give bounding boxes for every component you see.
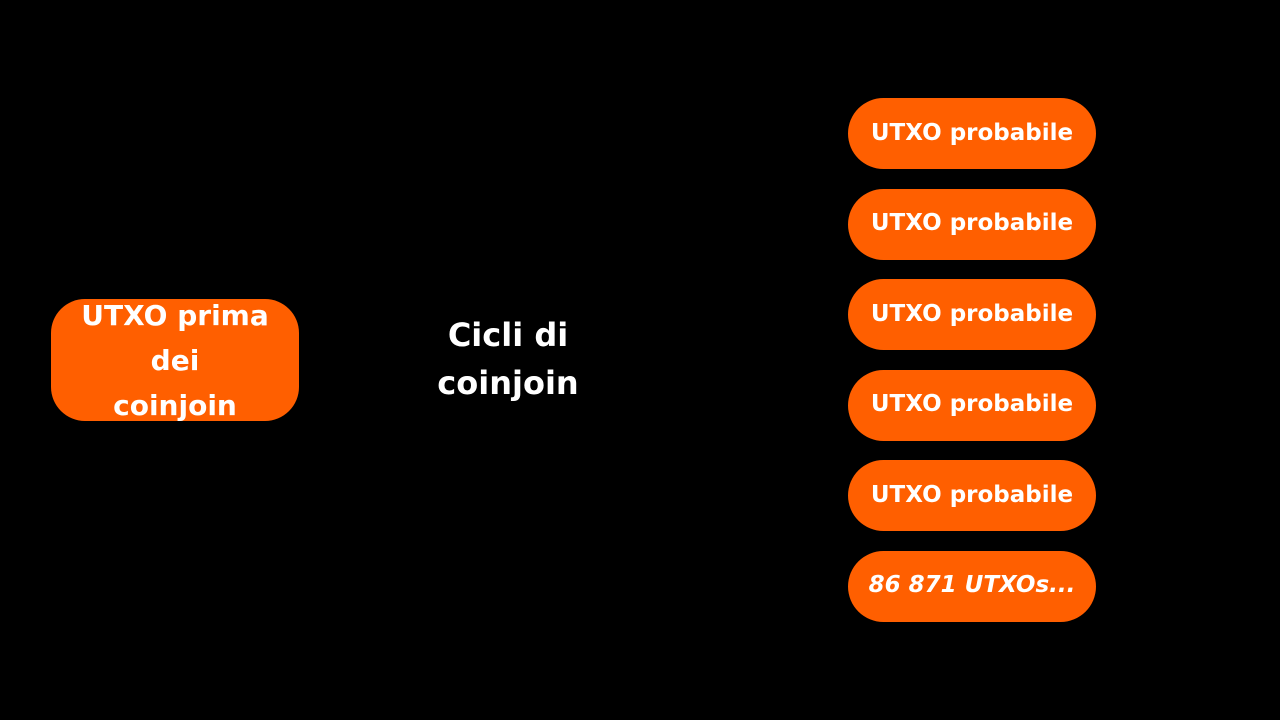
coinjoin-cycles-label-line1: Cicli di — [447, 316, 569, 354]
source-utxo-label-line2: coinjoin — [113, 388, 237, 422]
coinjoin-cycles-label: Cicli di coinjoin — [418, 311, 598, 407]
output-utxo-node: UTXO probabile — [848, 279, 1096, 351]
coinjoin-cycles-label-line2: coinjoin — [437, 364, 579, 402]
more-utxos-node: 86 871 UTXOs... — [848, 550, 1096, 622]
source-utxo-label: UTXO prima dei coinjoin — [53, 293, 297, 428]
output-utxo-node: UTXO probabile — [848, 369, 1096, 441]
source-utxo-node: UTXO prima dei coinjoin — [51, 299, 299, 422]
output-utxo-list: UTXO probabile UTXO probabile UTXO proba… — [848, 98, 1096, 642]
output-utxo-node: UTXO probabile — [848, 98, 1096, 169]
output-utxo-node: UTXO probabile — [848, 460, 1096, 532]
source-utxo-label-line1: UTXO prima dei — [81, 298, 269, 377]
output-utxo-node: UTXO probabile — [848, 188, 1096, 260]
